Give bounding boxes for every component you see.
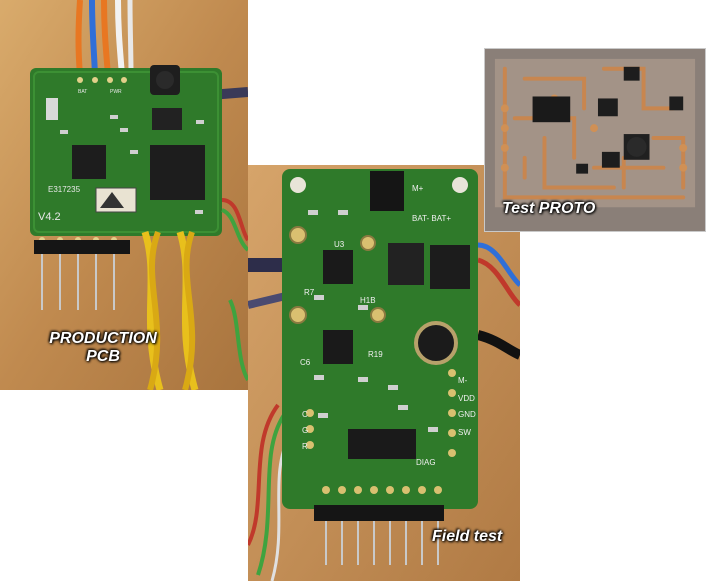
production-caption-line2: PCB [86, 348, 120, 366]
svg-text:M-: M- [458, 376, 468, 385]
svg-text:C6: C6 [300, 358, 311, 367]
svg-text:U3: U3 [334, 240, 345, 249]
production-code-label: E317235 [48, 185, 81, 194]
svg-text:GND: GND [458, 410, 476, 419]
svg-text:VDD: VDD [458, 394, 475, 403]
production-pcb-caption: PRODUCTION PCB [38, 330, 168, 367]
test-proto-caption: Test PROTO [502, 200, 596, 217]
svg-text:DIAG: DIAG [416, 458, 436, 467]
svg-text:R7: R7 [304, 288, 315, 297]
production-caption-line1: PRODUCTION [49, 330, 157, 347]
svg-text:BAT- BAT+: BAT- BAT+ [412, 214, 451, 223]
field-test-caption: Field test [432, 528, 503, 545]
production-version-label: V4.2 [38, 211, 61, 223]
svg-text:H1B: H1B [360, 296, 376, 305]
svg-text:M+: M+ [412, 184, 424, 193]
svg-text:R: R [302, 442, 308, 451]
svg-text:BAT: BAT [78, 89, 87, 95]
production-pcb-photo: E317235 V4.2 BAT PWR [0, 0, 248, 390]
test-proto-photo [484, 48, 706, 232]
svg-text:PWR: PWR [110, 89, 122, 95]
svg-text:SW: SW [458, 428, 471, 437]
svg-text:C: C [302, 410, 308, 419]
svg-text:G: G [302, 426, 308, 435]
field-test-photo: M+ BAT- BAT+ U3 R7 H1B R19 C6 M- VDD GND… [248, 165, 520, 581]
svg-text:R19: R19 [368, 350, 383, 359]
